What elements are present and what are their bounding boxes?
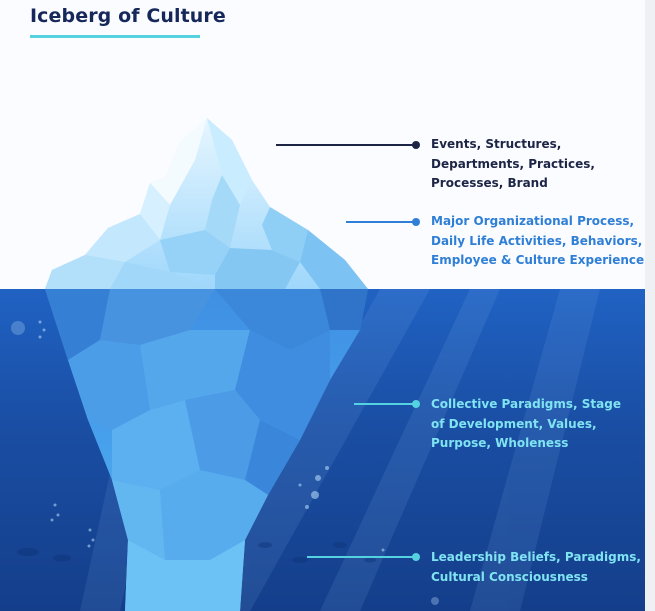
label-line: Employee & Culture Experience — [431, 253, 645, 267]
label-line: of Development, Values, — [431, 416, 597, 431]
connector-line-4 — [307, 556, 416, 558]
connector-line-1 — [276, 144, 416, 146]
connector-dot-3 — [412, 400, 420, 408]
connector-dot-1 — [412, 141, 420, 149]
diagram-title: Iceberg of Culture — [30, 5, 226, 27]
connector-line-2 — [346, 221, 416, 223]
page-edge — [645, 0, 655, 611]
label-organizational-process: Major Organizational Process, Daily Life… — [431, 212, 644, 271]
label-leadership-beliefs: Leadership Beliefs, Paradigms, Cultural … — [431, 548, 641, 587]
iceberg-tip — [45, 118, 368, 289]
label-line: Purpose, Wholeness — [431, 436, 569, 450]
label-line: Events, Structures, — [431, 137, 562, 151]
label-line: Leadership Beliefs, Paradigms, — [431, 550, 641, 564]
label-line: Processes, Brand — [431, 176, 548, 190]
label-line: Daily Life Activities, Behaviors, — [431, 233, 643, 248]
label-line: Cultural Consciousness — [431, 569, 588, 584]
iceberg-base — [45, 289, 368, 611]
connector-line-3 — [354, 403, 416, 405]
label-collective-paradigms: Collective Paradigms, Stage of Developme… — [431, 395, 621, 454]
label-line: Collective Paradigms, Stage — [431, 397, 621, 411]
label-events-structures: Events, Structures, Departments, Practic… — [431, 135, 595, 194]
bubbles — [11, 320, 439, 605]
connector-dot-4 — [412, 553, 420, 561]
label-line: Major Organizational Process, — [431, 214, 635, 228]
fish-silhouettes — [17, 542, 376, 563]
title-underline — [30, 35, 200, 38]
connector-dot-2 — [412, 218, 420, 226]
label-line: Departments, Practices, — [431, 156, 595, 171]
